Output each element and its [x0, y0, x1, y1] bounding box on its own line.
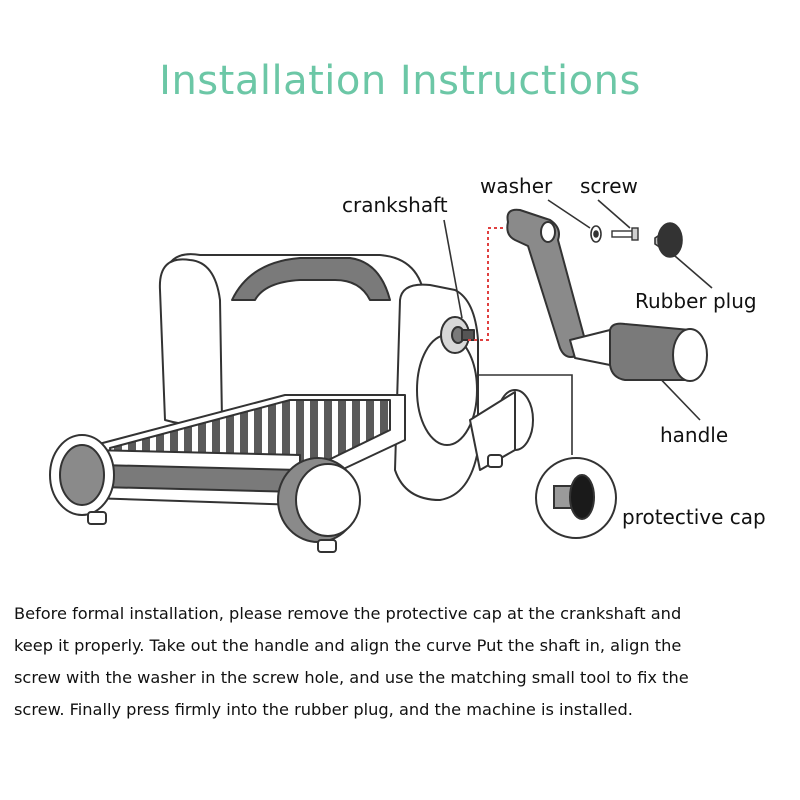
handle-label: handle — [660, 423, 729, 447]
page-title: Installation Instructions — [159, 58, 641, 104]
protective-cap-label: protective cap — [622, 505, 766, 529]
leader-lines — [443, 199, 713, 455]
instruction-line: screw with the washer in the screw hole,… — [14, 668, 689, 687]
protective-cap-callout — [535, 457, 617, 539]
crankshaft-label: crankshaft — [342, 193, 448, 217]
screw-label: screw — [580, 174, 638, 198]
washer-label: washer — [480, 174, 553, 198]
installation-instructions: Before formal installation, please remov… — [14, 598, 790, 726]
instruction-line: screw. Finally press firmly into the rub… — [14, 700, 633, 719]
washer-part — [590, 225, 602, 243]
instruction-line: keep it properly. Take out the handle an… — [14, 636, 682, 655]
rubber-plug-part — [654, 222, 683, 258]
alignment-guide-line — [468, 227, 505, 341]
screw-part — [611, 227, 639, 241]
crank-handle — [506, 208, 708, 382]
instruction-line: Before formal installation, please remov… — [14, 604, 682, 623]
rubber-plug-label: Rubber plug — [635, 289, 757, 313]
die-cutting-machine — [49, 253, 534, 553]
